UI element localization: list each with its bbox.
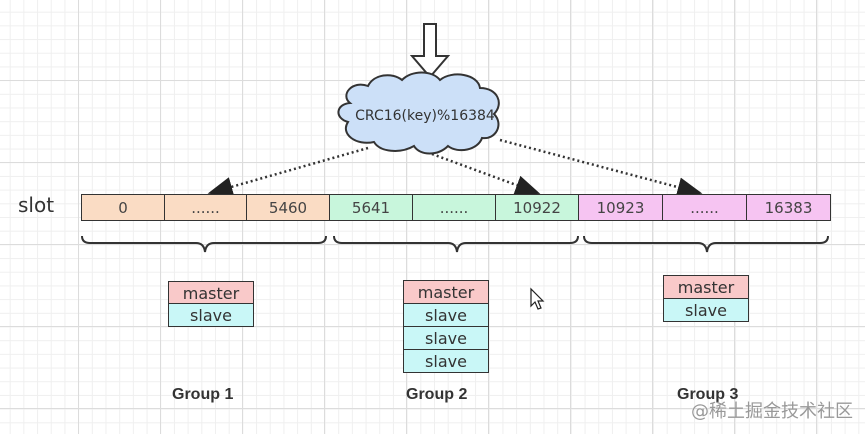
group2-slave-node: slave (403, 326, 489, 350)
slot-cell: ...... (662, 194, 747, 221)
group3-slave-node: slave (663, 298, 749, 322)
slot-cell: 10922 (495, 194, 579, 221)
slot-cell: 5641 (329, 194, 413, 221)
brace-group1 (81, 235, 327, 253)
slot-cell: ...... (412, 194, 496, 221)
group2-slave-node: slave (403, 349, 489, 373)
group2-master-node: master (403, 280, 489, 304)
hash-cloud (337, 71, 500, 155)
slot-cell: 10923 (578, 194, 663, 221)
slot-cell: 16383 (746, 194, 831, 221)
brace-group3 (583, 235, 829, 253)
group1-slave-node: slave (168, 303, 254, 327)
group3-master-node: master (663, 275, 749, 299)
group3-label: Group 3 (677, 386, 739, 403)
arrow-to-group3 (499, 138, 703, 197)
slot-label: slot (18, 193, 55, 217)
slot-cell: 0 (81, 194, 165, 221)
group2-label: Group 2 (406, 386, 468, 403)
brace-group2 (333, 235, 579, 253)
arrow-to-group2 (431, 152, 541, 195)
group1-master-node: master (168, 281, 254, 305)
hash-function-label: CRC16(key)%16384 (355, 108, 495, 124)
watermark: @稀土掘金技术社区 (691, 401, 853, 422)
slot-cell: 5460 (246, 194, 330, 221)
mouse-cursor-icon (530, 287, 545, 310)
input-arrow-icon (409, 23, 451, 79)
group2-slave-node: slave (403, 303, 489, 327)
slot-cell: ...... (164, 194, 247, 221)
arrow-to-group1 (207, 146, 369, 197)
group1-label: Group 1 (172, 386, 234, 403)
